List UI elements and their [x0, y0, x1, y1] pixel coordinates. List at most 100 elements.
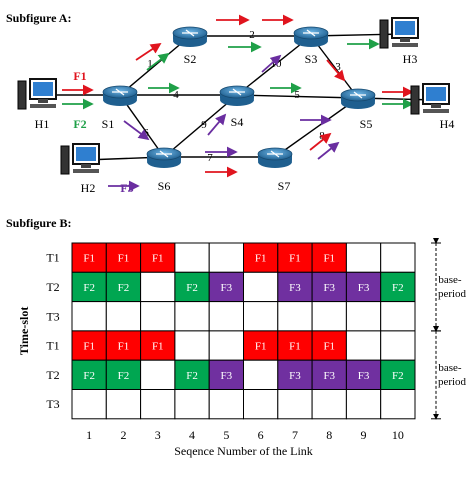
switch-s4: S4: [219, 85, 255, 129]
link-5: [236, 94, 359, 99]
column-number-4: 4: [189, 428, 195, 442]
host-stand: [400, 38, 410, 42]
switch-label-s7: S7: [278, 179, 291, 193]
grid-cell: [311, 330, 347, 361]
host-keyboard-icon: [30, 104, 56, 108]
grid-cell: [243, 242, 279, 273]
cell-label-f1: F1: [289, 341, 301, 353]
base-period-label: period: [438, 288, 467, 300]
switch-label-s5: S5: [360, 117, 373, 131]
grid-cell: [277, 301, 313, 332]
flow-arrow-f1: [309, 132, 332, 151]
switch-s3: S3: [293, 26, 329, 66]
host-label-h4: H4: [440, 117, 455, 131]
switch-label-s6: S6: [158, 179, 171, 193]
host-keyboard-icon: [423, 109, 449, 113]
host-tower-icon: [379, 19, 389, 49]
grid-cell: [208, 242, 244, 273]
column-number-6: 6: [258, 428, 264, 442]
flow-label-f3: F3: [120, 181, 133, 195]
flow-arrow-f1: [326, 59, 346, 82]
flow-arrow-f3: [317, 141, 340, 160]
column-number-7: 7: [292, 428, 298, 442]
switch-arrows-icon: [350, 91, 366, 99]
cell-label-f3: F3: [358, 282, 370, 294]
grid-cell: [140, 359, 176, 391]
column-number-2: 2: [120, 428, 126, 442]
grid-cell: [71, 359, 107, 391]
cell-label-f1: F1: [323, 253, 335, 265]
row-label-t1: T1: [46, 251, 59, 265]
subfigure-a-title: Subfigure A:: [6, 11, 71, 25]
grid-cell: [380, 242, 416, 273]
column-number-5: 5: [223, 428, 229, 442]
grid-cell: [277, 330, 313, 361]
cell-label-f2: F2: [118, 282, 130, 294]
flow-arrow-f3: [123, 120, 150, 141]
grid-cell: [174, 359, 210, 391]
host-label-h1: H1: [35, 117, 50, 131]
row-label-t2: T2: [46, 368, 59, 382]
grid-cell: [243, 389, 279, 420]
column-number-8: 8: [326, 428, 332, 442]
row-label-t2: T2: [46, 280, 59, 294]
link-number-1: 1: [147, 58, 153, 70]
cell-label-f2: F2: [118, 370, 130, 382]
host-label-h3: H3: [403, 52, 418, 66]
grid-cell: [208, 389, 244, 420]
cell-label-f2: F2: [392, 282, 404, 294]
grid-cell: [345, 301, 382, 332]
cell-label-f3: F3: [221, 370, 233, 382]
grid-cell: [311, 359, 347, 391]
grid-cell: [345, 242, 382, 273]
grid-cell: [105, 301, 142, 332]
host-stand: [81, 164, 91, 168]
link-number-7: 7: [207, 152, 213, 164]
switch-arrows-icon: [229, 88, 245, 96]
cell-label-f3: F3: [323, 370, 335, 382]
base-period-label: base-: [438, 274, 462, 286]
grid-cell: [71, 330, 107, 361]
host-h2: H2: [60, 143, 100, 195]
host-screen: [76, 147, 96, 161]
column-number-10: 10: [392, 428, 404, 442]
cell-label-f1: F1: [118, 341, 130, 353]
row-label-t3: T3: [46, 309, 59, 323]
switch-label-s3: S3: [305, 52, 318, 66]
grid-cell: [140, 301, 176, 332]
link-number-2: 2: [249, 29, 255, 41]
cell-label-f1: F1: [83, 253, 95, 265]
subfigure-b-title: Subfigure B:: [6, 216, 71, 230]
base-period-label: base-: [438, 362, 462, 374]
grid-cell: [345, 271, 382, 303]
grid-cell: [71, 301, 107, 332]
grid-cell: [208, 301, 244, 332]
cell-label-f2: F2: [392, 370, 404, 382]
y-axis-label: Time-slot: [17, 307, 31, 355]
host-h4: H4: [410, 83, 455, 131]
cell-label-f1: F1: [83, 341, 95, 353]
host-stand: [38, 99, 48, 103]
link-number-5: 5: [294, 89, 300, 101]
host-keyboard-icon: [73, 169, 99, 173]
row-label-t3: T3: [46, 397, 59, 411]
switch-label-s1: S1: [102, 117, 115, 131]
switch-s7: S7: [257, 147, 293, 193]
grid-cell: [243, 330, 279, 361]
base-period-label: period: [438, 376, 467, 388]
switch-s6: S6: [146, 147, 182, 193]
flow-label-f2: F2: [73, 117, 86, 131]
cell-label-f2: F2: [186, 370, 198, 382]
column-number-9: 9: [361, 428, 367, 442]
host-label-h2: H2: [81, 181, 96, 195]
switch-label-s2: S2: [184, 52, 197, 66]
link-1: [119, 35, 191, 96]
link-8: [274, 97, 359, 158]
cell-label-f1: F1: [255, 341, 267, 353]
grid-cell: [243, 359, 279, 391]
grid-cell: [174, 242, 210, 273]
host-h1: H1: [17, 78, 57, 131]
host-screen: [395, 21, 415, 35]
